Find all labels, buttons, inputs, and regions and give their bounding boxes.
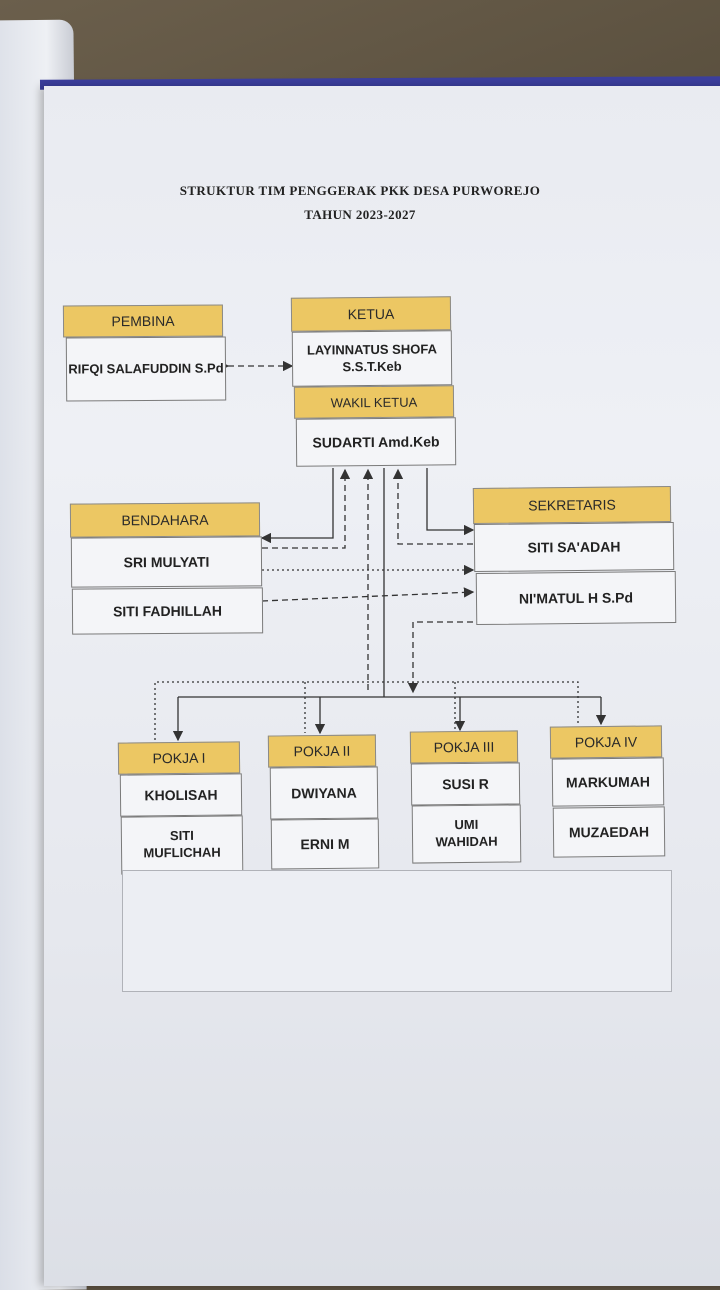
ketua-name: LAYINNATUS SHOFA S.S.T.Keb (291, 330, 453, 387)
bendahara-header: BENDAHARA (69, 502, 261, 538)
pembina-name: RIFQI SALAFUDDIN S.Pd (65, 336, 227, 402)
document-page (44, 86, 720, 1286)
ketua-name-line2: S.S.T.Keb (342, 358, 402, 374)
bendahara-member-1: SRI MULYATI (70, 536, 263, 588)
pokja2-header: POKJA II (267, 734, 377, 768)
wakil-ketua-name: SUDARTI Amd.Keb (295, 417, 457, 467)
pokja3-member-1: SUSI R (410, 762, 521, 806)
pokja1-member-1: KHOLISAH (119, 773, 243, 817)
pokja1-member-2-line1: SITI (169, 827, 194, 844)
pokja2-member-1: DWIYANA (269, 766, 379, 820)
document-title: STRUKTUR TIM PENGGERAK PKK DESA PURWOREJ… (179, 183, 541, 198)
pokja1-member-2: SITI MUFLICHAH (120, 815, 244, 875)
blank-paper-patch (122, 870, 672, 992)
pokja1-member-2-line2: MUFLICHAH (143, 844, 221, 861)
pembina-header: PEMBINA (62, 304, 224, 338)
document-subtitle: TAHUN 2023-2027 (304, 207, 416, 222)
sekretaris-member-2: NI'MATUL H S.Pd (475, 570, 677, 626)
bendahara-member-2: SITI FADHILLAH (71, 587, 264, 635)
pokja3-header: POKJA III (409, 730, 519, 764)
pokja1-header: POKJA I (117, 741, 241, 775)
sekretaris-header: SEKRETARIS (472, 485, 672, 525)
pokja3-member-2-line1: UMI (454, 816, 479, 833)
wakil-ketua-header: WAKIL KETUA (293, 385, 455, 419)
pokja4-member-2: MUZAEDAH (552, 806, 666, 858)
pokja3-member-2-line2: WAHIDAH (435, 833, 498, 850)
pokja2-member-2: ERNI M (270, 818, 380, 870)
ketua-name-line1: LAYINNATUS SHOFA (306, 341, 437, 358)
sekretaris-member-1: SITI SA'ADAH (473, 521, 675, 573)
ketua-header: KETUA (290, 296, 452, 332)
pokja4-header: POKJA IV (549, 725, 663, 759)
pokja4-member-1: MARKUMAH (551, 757, 665, 807)
pokja3-member-2: UMI WAHIDAH (411, 804, 522, 864)
